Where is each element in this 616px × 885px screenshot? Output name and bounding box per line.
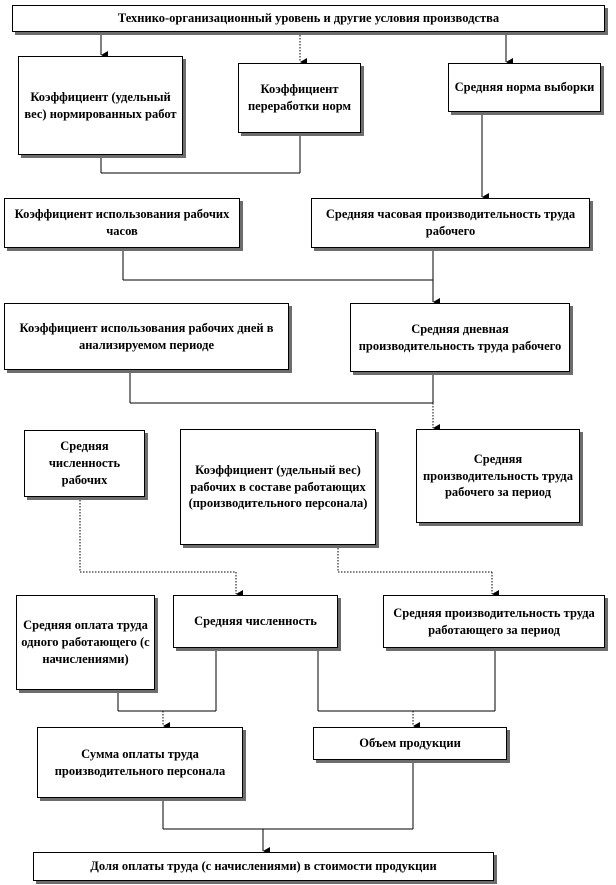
box-technical-level: Технико-организационный уровень и другие… (12, 5, 605, 32)
box-avg-norm: Средняя норма выборки (448, 63, 601, 112)
box-coef-workers-share: Коэффициент (удельный вес) рабочих в сос… (180, 429, 376, 545)
box-pay-sum: Сумма оплаты труда производительного пер… (37, 727, 243, 798)
box-coef-normed-work: Коэффициент (удельный вес) нормированных… (18, 56, 183, 155)
box-pay-share-in-cost: Доля оплаты труда (с начислениями) в сто… (33, 852, 494, 881)
box-avg-count: Средняя численность (173, 595, 338, 648)
box-product-volume: Объем продукции (313, 727, 507, 760)
box-avg-pay: Средняя оплата труда одного работающего … (16, 595, 155, 690)
box-period-employee-productivity: Средняя производительность труда работаю… (383, 595, 605, 648)
box-daily-productivity: Средняя дневная производительность труда… (350, 303, 570, 372)
box-coef-hours-use: Коэффициент использования рабочих часов (4, 198, 240, 248)
box-period-worker-productivity: Средняя производительность труда рабочег… (416, 429, 580, 523)
box-avg-workers: Средняя численность рабочих (24, 430, 145, 497)
box-hourly-productivity: Средняя часовая производительность труда… (311, 198, 590, 248)
box-coef-norm-overfulfil: Коэффициент переработки норм (238, 63, 361, 133)
box-coef-days-use: Коэффициент использования рабочих дней в… (4, 303, 289, 370)
